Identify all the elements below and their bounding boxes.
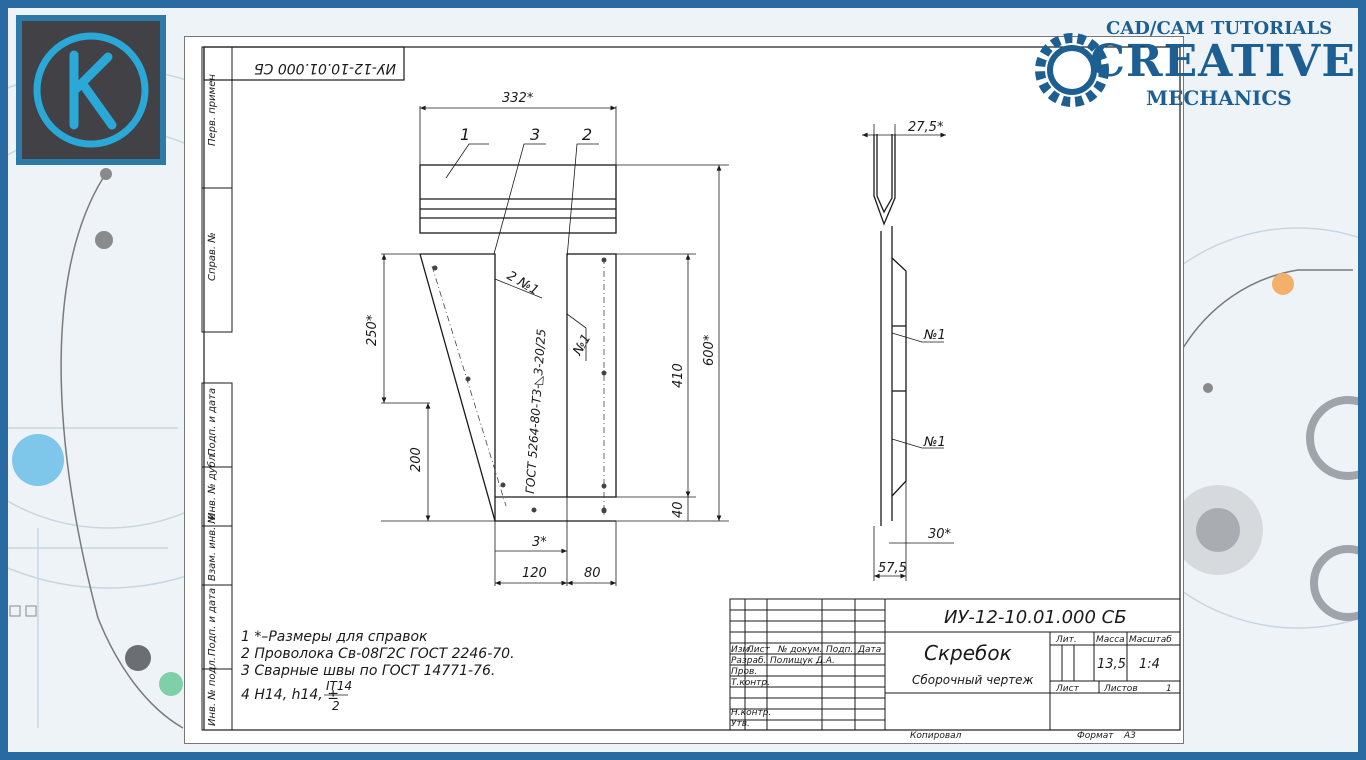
- side-label: Справ. №: [207, 232, 218, 281]
- note-frac-num: IT14: [326, 679, 352, 693]
- k-logo: [16, 15, 166, 165]
- mass-value: 13,5: [1097, 657, 1126, 672]
- callout-1: 1: [460, 125, 470, 144]
- dim-27: 27,5*: [908, 120, 944, 135]
- doc-subtitle: Сборочный чертеж: [912, 673, 1034, 687]
- note-frac-den: 2: [332, 699, 340, 713]
- row-developer: Разраб.: [731, 656, 766, 666]
- dim-30: 30*: [928, 527, 952, 542]
- col-date: Дата: [857, 645, 881, 655]
- dim-3: 3*: [532, 535, 547, 550]
- note-4: 4 H14, h14, ±: [241, 687, 339, 703]
- brand-sub: MECHANICS: [1146, 86, 1292, 110]
- title-block-lines: [729, 598, 1181, 731]
- gear-icon: [12, 434, 64, 486]
- note-2: 2 Проволока Св-08Г2С ГОСТ 2246-70.: [241, 646, 515, 662]
- side-label: Подп. и дата: [207, 388, 218, 456]
- developer-name: Полищук Д.А.: [770, 656, 835, 666]
- drawing-sheet: [184, 36, 1184, 744]
- gear-icon: [1035, 33, 1109, 107]
- brand-logo: CAD/CAM TUTORIALS CREATIVE MECHANICS: [1030, 18, 1355, 118]
- cad-drawing: Перв. примен Справ. № Подп. и дата Инв. …: [201, 46, 1181, 741]
- scale-label: Масштаб: [1129, 635, 1172, 645]
- dim-40: 40: [671, 501, 686, 518]
- weld-side-1: №1: [923, 328, 946, 343]
- dim-250: 250*: [365, 314, 380, 346]
- dim-410: 410: [671, 363, 686, 388]
- side-label: Инв. № подл.: [207, 657, 218, 726]
- doc-code: ИУ-12-10.01.000 СБ: [944, 607, 1127, 628]
- scale-value: 1:4: [1139, 657, 1160, 672]
- format-value: А3: [1123, 731, 1136, 741]
- row-approved: Утв.: [731, 719, 750, 729]
- mirror-code: ИУ-12-10.01.000 СБ: [254, 60, 396, 76]
- weld-label-2: №1: [570, 332, 594, 359]
- col-doc: № докум.: [777, 645, 822, 655]
- weld-side-2: №1: [923, 435, 946, 450]
- mass-label: Масса: [1096, 635, 1125, 645]
- col-list: Лист: [746, 645, 771, 655]
- dim-57: 57,5: [878, 561, 907, 576]
- k-logo-icon: [33, 32, 149, 148]
- dim-200: 200: [409, 447, 424, 472]
- brand-top-line: CAD/CAM TUTORIALS: [1106, 18, 1333, 39]
- note-3: 3 Сварные швы по ГОСТ 14771-76.: [241, 663, 495, 679]
- brand-name: CREATIVE: [1090, 36, 1356, 87]
- side-label: Подп. и дата: [207, 588, 218, 656]
- doc-name: Скребок: [924, 641, 1012, 665]
- sheets-count: 1: [1166, 684, 1172, 694]
- note-1: 1 *–Размеры для справок: [241, 629, 428, 645]
- callout-2: 2: [582, 125, 592, 144]
- col-sign: Подп.: [826, 645, 853, 655]
- side-label: Инв. № дубл.: [206, 452, 218, 520]
- dim-600: 600*: [702, 334, 717, 366]
- row-ncontrol: Н.контр.: [731, 708, 771, 718]
- side-label: Перв. примен: [207, 74, 218, 146]
- weld-gost: ГОСТ 5264-80-Т3-◺3-20/25: [523, 328, 548, 494]
- weld-label: 2 №1: [504, 268, 541, 298]
- dim-80: 80: [584, 566, 601, 581]
- side-view: [873, 134, 907, 526]
- callout-3: 3: [530, 125, 540, 144]
- sheets-label: Листов: [1103, 684, 1138, 694]
- side-label: Взам. инв. №: [207, 513, 218, 581]
- dim-top-width: 332*: [502, 91, 534, 106]
- copied-label: Копировал: [910, 731, 962, 741]
- dim-120: 120: [522, 566, 547, 581]
- lit-label: Лит.: [1055, 635, 1077, 645]
- row-checked: Пров.: [731, 667, 757, 677]
- row-tcontrol: Т.контр.: [731, 678, 770, 688]
- col-izm: Изм.: [731, 645, 752, 655]
- format-label: Формат: [1077, 731, 1114, 741]
- sheet-label: Лист: [1055, 684, 1080, 694]
